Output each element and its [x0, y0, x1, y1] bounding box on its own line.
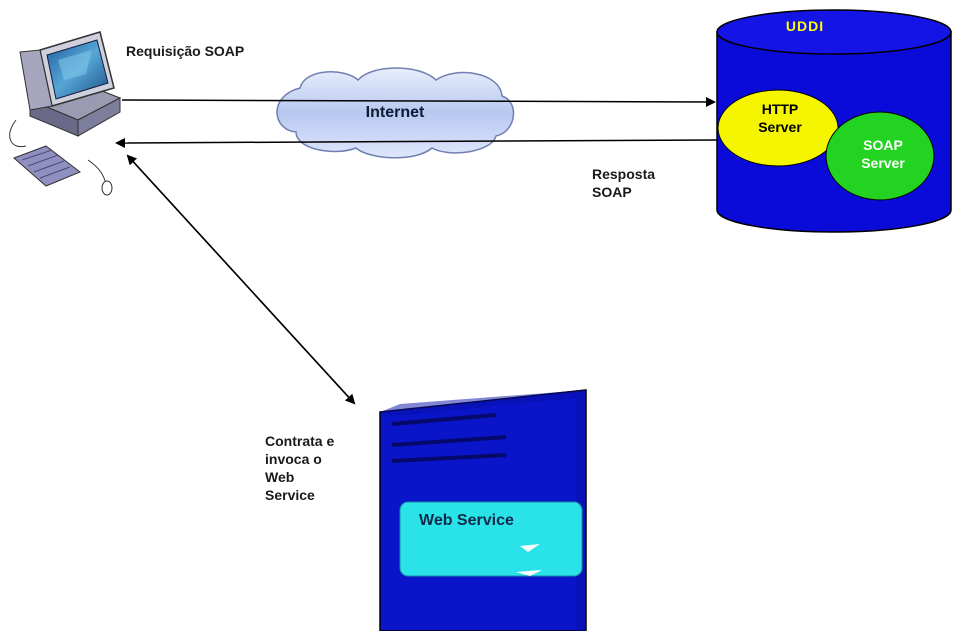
soap-request-arrow	[121, 96, 716, 107]
soap-server-label-line: Server	[861, 155, 905, 171]
uddi-label: UDDI	[785, 18, 825, 34]
soap-request-label: Requisição SOAP	[126, 43, 245, 59]
contract-invoke-label-line: Service	[265, 487, 315, 503]
soap-response-arrow	[115, 137, 719, 148]
desktop-computer-icon	[9, 31, 122, 196]
http-server-label: HTTP Server	[738, 100, 822, 136]
soap-response-label-line: SOAP	[592, 184, 632, 200]
internet-cloud-icon	[276, 67, 515, 159]
http-server-label-line: HTTP	[761, 101, 799, 117]
internet-label: Internet	[365, 104, 425, 121]
soap-server-label-line: SOAP	[863, 137, 903, 153]
contract-invoke-label: Contrata e invoca o Web Service	[265, 432, 355, 504]
server-tower-icon	[379, 389, 587, 631]
soap-response-label: Resposta SOAP	[592, 165, 682, 201]
soap-server-label: SOAP Server	[838, 136, 928, 172]
web-service-panel	[399, 501, 583, 577]
contract-invoke-label-line: Web	[265, 469, 295, 485]
contract-invoke-label-line: Contrata e	[265, 433, 335, 449]
web-service-label: Web Service	[419, 512, 514, 529]
contract-invoke-label-line: invoca o	[265, 451, 322, 467]
http-server-label-line: Server	[758, 119, 802, 135]
uddi-database-icon	[716, 9, 952, 233]
soap-response-label-line: Resposta	[592, 166, 656, 182]
soap-server-node	[825, 111, 935, 201]
invoke-web-service-arrow	[126, 154, 356, 405]
